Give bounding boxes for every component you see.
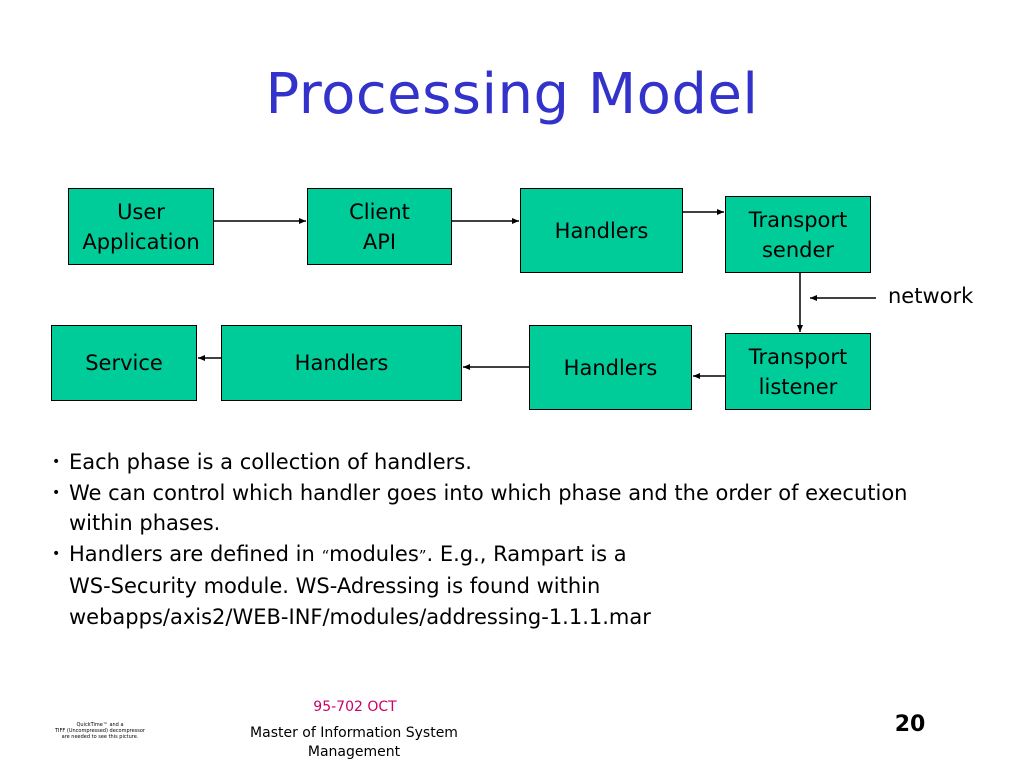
close-quote: ” [418,546,427,565]
open-quote: “ [321,546,330,565]
quicktime-note-line: TIFF (Uncompressed) decompressor [55,728,145,734]
quicktime-note-line: QuickTime™ and a [76,722,124,728]
client-api-box: Client API [307,188,452,265]
bullet-item: • We can control which handler goes into… [52,478,952,539]
service-box: Service [51,325,197,401]
transport-sender-box: Transport sender [725,196,871,273]
bullet-dot-icon: • [52,484,61,501]
handlers-bottom-left-box: Handlers [221,325,462,401]
bullet-dot-icon: • [52,454,61,470]
quoted-word: modules [329,541,419,566]
user-application-box: User Application [68,188,214,265]
bullet-text: Each phase is a collection of handlers. [69,450,472,474]
quicktime-placeholder-note: QuickTime™ and a TIFF (Uncompressed) dec… [40,722,160,740]
transport-listener-box: Transport listener [725,333,871,410]
bullet-text-tail: . E.g., Rampart is a [426,541,627,566]
page-number: 20 [894,712,926,737]
bullet-item: • Handlers are defined in “modules”. E.g… [52,539,952,633]
handlers-bottom-right-box: Handlers [529,325,692,410]
network-label: network [888,284,974,308]
quicktime-note-line: are needed to see this picture. [61,734,139,740]
bullet-dot-icon: • [52,545,61,562]
bullet-text: Handlers are defined in [69,541,322,566]
bullet-text-line3: webapps/axis2/WEB-INF/modules/addressing… [69,604,651,629]
handlers-top-box: Handlers [520,188,683,273]
bullet-list: • Each phase is a collection of handlers… [52,447,952,632]
bullet-item: • Each phase is a collection of handlers… [52,447,952,478]
footer-program-name: Master of Information System Management [250,725,458,760]
slide-title: Processing Model [265,62,759,127]
bullet-text: We can control which handler goes into w… [69,480,908,536]
footer-course-code: 95-702 OCT [313,699,397,715]
bullet-text-line2: WS-Security module. WS-Adressing is foun… [69,574,601,598]
